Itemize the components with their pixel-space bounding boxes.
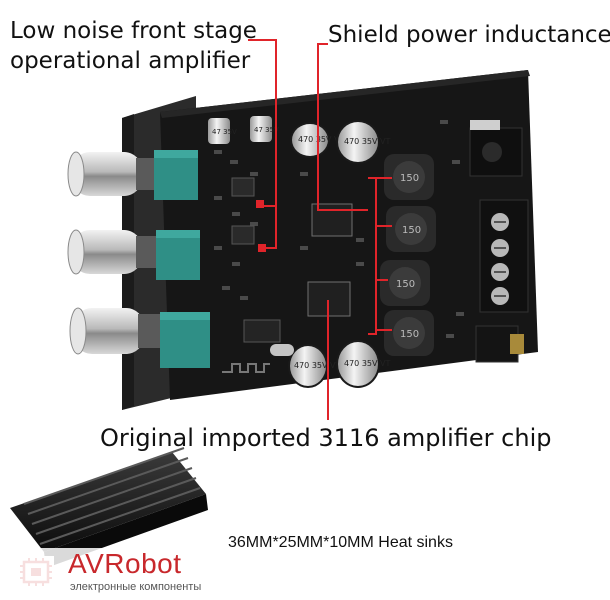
- svg-text:150: 150: [396, 279, 415, 290]
- svg-text:47 35V: 47 35V: [254, 126, 279, 134]
- annotation-lines: [248, 39, 392, 420]
- power-inductor: 150: [384, 310, 434, 356]
- bass-knob: [67, 229, 158, 275]
- caption-low-noise-line1: Low noise front stage: [10, 18, 257, 44]
- svg-text:470 35V VT: 470 35V VT: [344, 359, 390, 368]
- screw-terminal-block: [479, 199, 529, 313]
- potentiometer: [156, 230, 200, 280]
- potentiometer: [160, 312, 210, 368]
- annotation-markers: [256, 200, 266, 252]
- caption-heat-sinks: 36MM*25MM*10MM Heat sinks: [228, 534, 453, 551]
- capacitor: 47 35V: [208, 118, 237, 144]
- watermark-tagline: электронные компоненты: [70, 581, 202, 593]
- caption-low-noise-line2: operational amplifier: [10, 48, 251, 74]
- power-inductor: 150: [380, 260, 430, 306]
- capacitor: 470 35V VT: [336, 340, 390, 388]
- svg-text:150: 150: [400, 173, 419, 184]
- audio-jack: [475, 325, 524, 363]
- caption-shield-inductance: Shield power inductance: [328, 22, 610, 48]
- crystal: [270, 344, 294, 356]
- svg-text:470 35V VT: 470 35V VT: [294, 361, 340, 370]
- watermark-brand: AVRobot: [68, 548, 182, 579]
- ic-chip: [243, 319, 281, 343]
- potentiometer: [154, 150, 198, 200]
- capacitor: 470 35V VT: [336, 120, 390, 164]
- capacitor: 470 35V VT: [288, 344, 340, 388]
- svg-text:47 35V: 47 35V: [212, 128, 237, 136]
- svg-text:470 35V VT: 470 35V VT: [344, 137, 390, 146]
- power-inductor: 150: [386, 206, 436, 252]
- watermark-logo: AVRobot электронные компоненты: [8, 548, 213, 596]
- volume-knob: [67, 151, 158, 197]
- caption-amplifier-chip: Original imported 3116 amplifier chip: [100, 424, 552, 452]
- dc-power-jack: [469, 120, 523, 177]
- treble-knob: [69, 307, 160, 355]
- svg-text:150: 150: [402, 225, 421, 236]
- capacitor: 47 35V: [250, 116, 279, 142]
- svg-text:150: 150: [400, 329, 419, 340]
- svg-text:470 35V VT: 470 35V VT: [298, 135, 344, 144]
- smd-components: [214, 120, 464, 338]
- op-amp-chip: [231, 177, 255, 245]
- power-inductor: 150: [384, 154, 434, 200]
- bluetooth-antenna: [222, 363, 270, 373]
